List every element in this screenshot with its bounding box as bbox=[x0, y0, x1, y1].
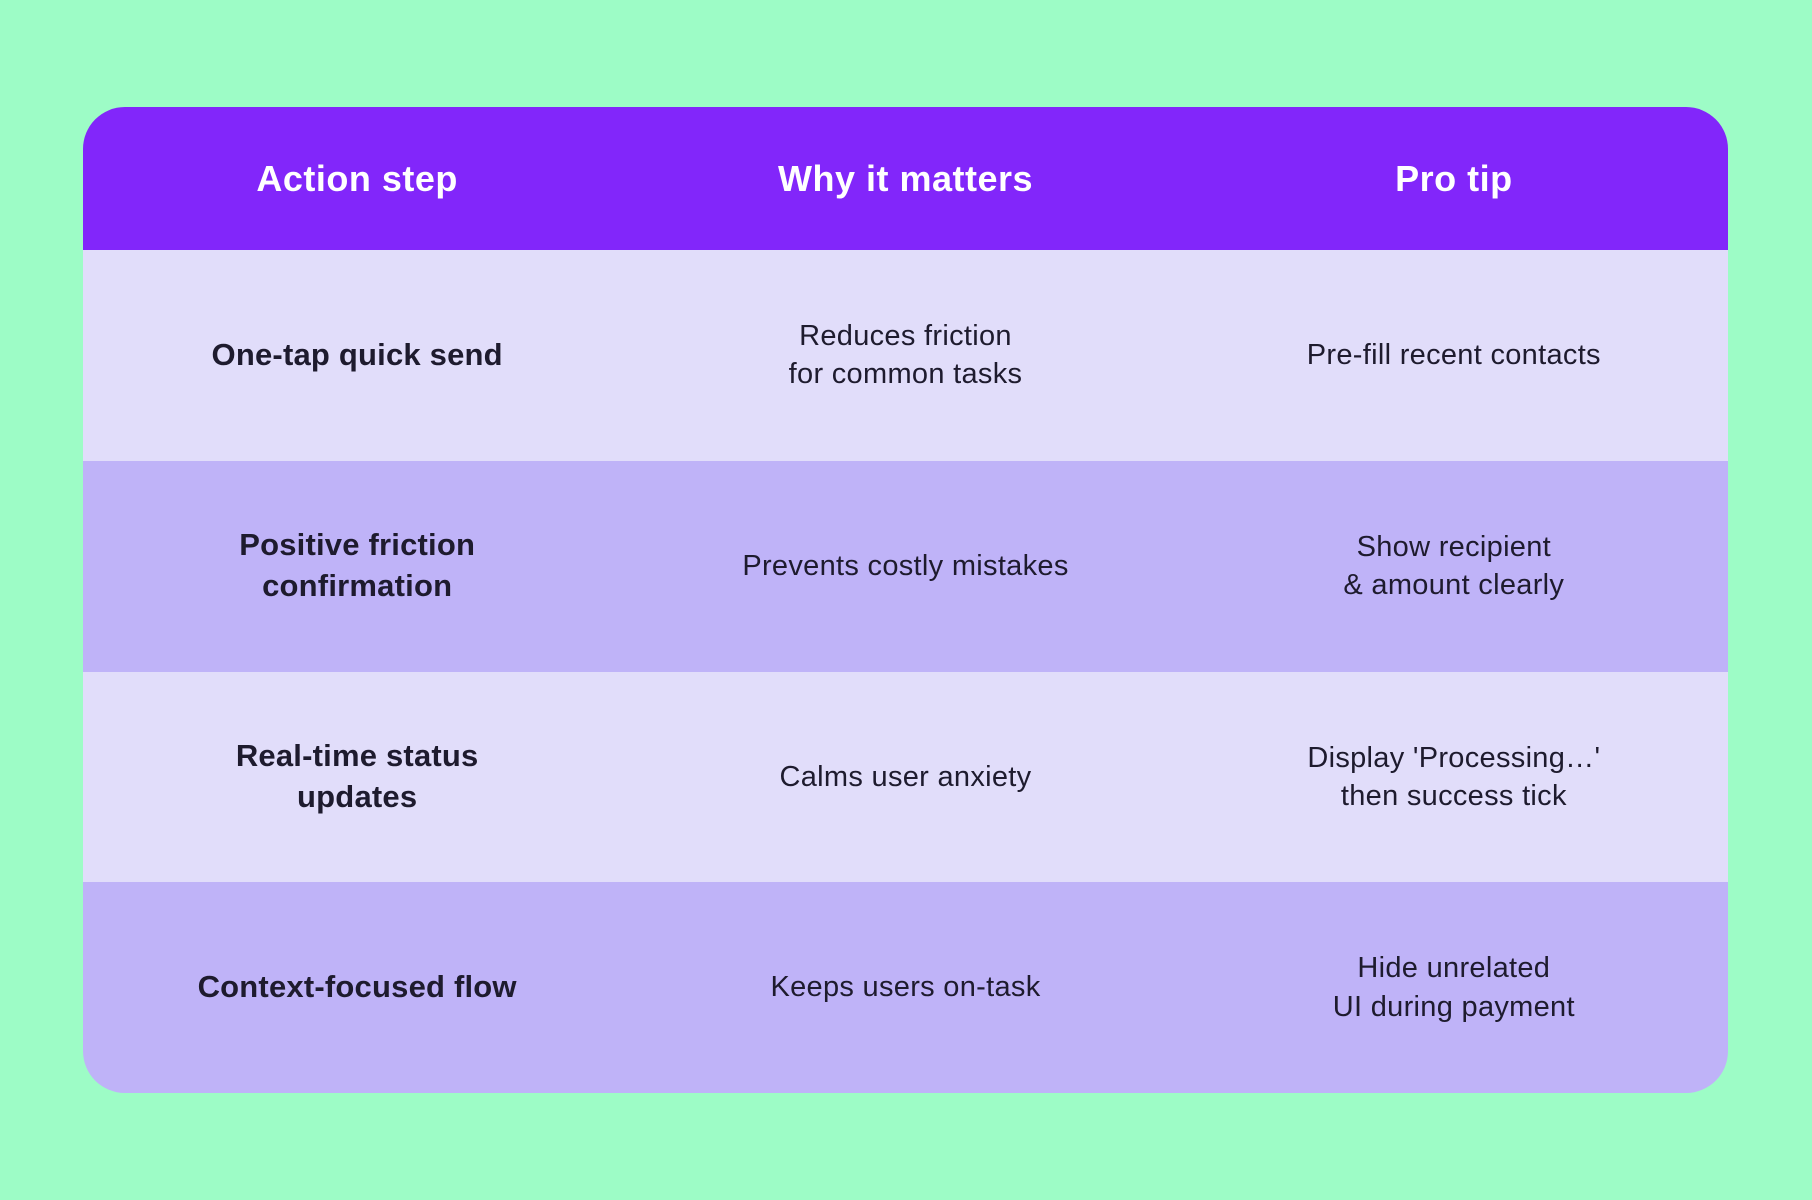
cell-pro-tip: Show recipient & amount clearly bbox=[1343, 530, 1565, 602]
cell-why-it-matters: Reduces friction for common tasks bbox=[788, 320, 1023, 391]
table-header-row: Action step Why it matters Pro tip bbox=[83, 107, 1728, 250]
column-header-why-it-matters: Why it matters bbox=[777, 157, 1034, 199]
tips-table-card: Action step Why it matters Pro tip One-t… bbox=[83, 107, 1728, 1093]
table-row: Context-focused flow Keeps users on-task… bbox=[83, 882, 1728, 1093]
cell-pro-tip: Hide unrelated UI during payment bbox=[1332, 952, 1575, 1023]
cell-pro-tip: Pre-fill recent contacts bbox=[1306, 339, 1601, 372]
table-row: One-tap quick send Reduces friction for … bbox=[83, 250, 1728, 461]
cell-action-step: Context-focused flow bbox=[197, 969, 517, 1005]
cell-why-it-matters: Keeps users on-task bbox=[770, 971, 1041, 1004]
cell-pro-tip: Display 'Processing…' then success tick bbox=[1307, 741, 1601, 812]
table-row: Real-time status updates Calms user anxi… bbox=[83, 671, 1728, 883]
cell-why-it-matters: Calms user anxiety bbox=[779, 760, 1032, 793]
column-header-action-step: Action step bbox=[256, 157, 458, 199]
cell-action-step: Positive friction confirmation bbox=[239, 527, 476, 604]
column-header-pro-tip: Pro tip bbox=[1395, 157, 1513, 199]
cell-why-it-matters: Prevents costly mistakes bbox=[742, 549, 1069, 582]
cell-action-step: One-tap quick send bbox=[211, 336, 503, 372]
cell-action-step: Real-time status updates bbox=[235, 737, 479, 814]
table-row: Positive friction confirmation Prevents … bbox=[83, 460, 1728, 672]
